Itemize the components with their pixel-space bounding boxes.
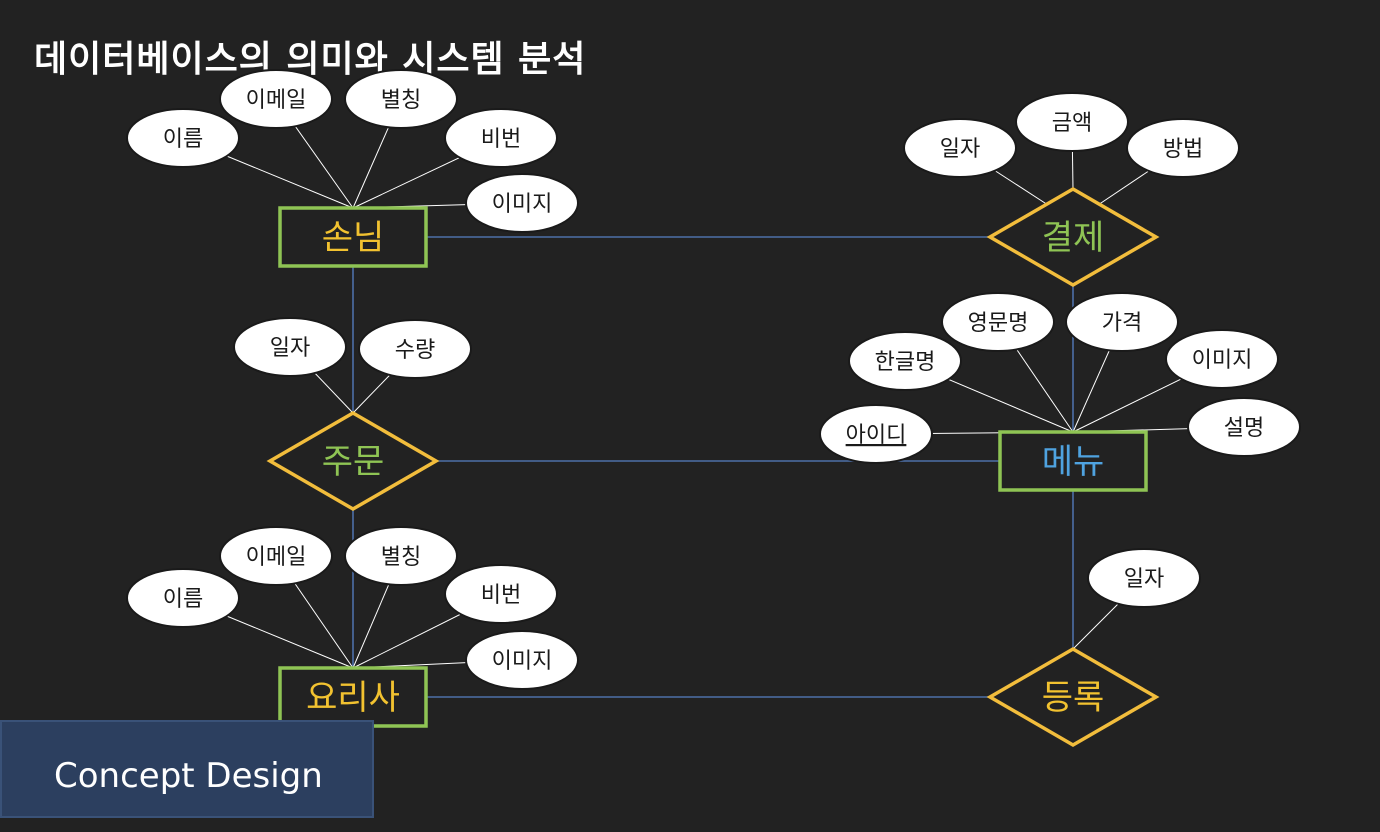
attribute-label: 가격 bbox=[1102, 311, 1142, 336]
attribute-menu: 설명 bbox=[1187, 397, 1301, 457]
attribute-chef: 이름 bbox=[126, 568, 240, 628]
relationship-label: 등록 bbox=[1042, 678, 1105, 718]
attribute-ellipse bbox=[358, 319, 472, 379]
attribute-order: 수량 bbox=[358, 319, 472, 379]
attribute-chef: 이미지 bbox=[465, 630, 579, 690]
entity-box bbox=[998, 430, 1148, 492]
attribute-ellipse bbox=[941, 292, 1055, 352]
relationship-diamond bbox=[986, 186, 1160, 288]
attribute-ellipse bbox=[444, 108, 558, 168]
attribute-label: 이름 bbox=[163, 587, 203, 612]
attribute-label: 비번 bbox=[481, 127, 521, 152]
attribute-label: 이메일 bbox=[246, 88, 307, 113]
attribute-ellipse bbox=[444, 564, 558, 624]
attribute-ellipse bbox=[1126, 118, 1240, 178]
attribute-ellipse bbox=[465, 630, 579, 690]
attribute-ellipse bbox=[344, 526, 458, 586]
attribute-label: 금액 bbox=[1052, 111, 1092, 136]
attribute-label: 이름 bbox=[163, 127, 203, 152]
attribute-order: 일자 bbox=[233, 317, 347, 377]
relationship-diamond bbox=[266, 410, 440, 512]
attribute-payment: 금액 bbox=[1015, 92, 1129, 152]
attribute-ellipse bbox=[126, 568, 240, 628]
attribute-guest: 이름 bbox=[126, 108, 240, 168]
attribute-ellipse bbox=[219, 526, 333, 586]
relationship-register: 등록 bbox=[986, 646, 1160, 748]
attribute-ellipse bbox=[819, 404, 933, 464]
attribute-register: 일자 bbox=[1087, 548, 1201, 608]
attribute-label: 영문명 bbox=[968, 311, 1029, 336]
attribute-payment: 일자 bbox=[903, 118, 1017, 178]
entity-box bbox=[278, 206, 428, 268]
attribute-label: 별칭 bbox=[381, 545, 421, 570]
attribute-label: 이미지 bbox=[1192, 348, 1253, 373]
attribute-line-layer bbox=[182, 98, 1245, 669]
attribute-label: 이미지 bbox=[492, 192, 553, 217]
attribute-guest: 별칭 bbox=[344, 69, 458, 129]
entity-label: 손님 bbox=[322, 218, 385, 258]
slide-title: 데이터베이스의 의미와 시스템 분석 bbox=[34, 39, 587, 80]
attribute-label: 일자 bbox=[940, 137, 980, 162]
attribute-label: 한글명 bbox=[875, 350, 936, 375]
attribute-ellipse bbox=[848, 331, 962, 391]
attribute-key-label: 아이디 bbox=[846, 423, 907, 448]
attribute-label: 설명 bbox=[1224, 416, 1264, 441]
relationship-order: 주문 bbox=[266, 410, 440, 512]
relationship-diamond bbox=[986, 646, 1160, 748]
attribute-payment: 방법 bbox=[1126, 118, 1240, 178]
attribute-menu: 이미지 bbox=[1165, 329, 1279, 389]
entity-chef: 요리사 bbox=[278, 666, 428, 728]
attribute-label: 비번 bbox=[481, 583, 521, 608]
attribute-guest: 비번 bbox=[444, 108, 558, 168]
attribute-label: 일자 bbox=[270, 336, 310, 361]
attribute-chef: 이메일 bbox=[219, 526, 333, 586]
attribute-guest: 이메일 bbox=[219, 69, 333, 129]
attribute-label: 이메일 bbox=[246, 545, 307, 570]
attribute-guest: 이미지 bbox=[465, 173, 579, 233]
attribute-chef: 별칭 bbox=[344, 526, 458, 586]
entity-guest: 손님 bbox=[278, 206, 428, 268]
relationship-label: 주문 bbox=[322, 442, 385, 482]
attribute-ellipse bbox=[465, 173, 579, 233]
attribute-chef: 비번 bbox=[444, 564, 558, 624]
entity-label: 요리사 bbox=[306, 678, 400, 718]
attribute-label: 방법 bbox=[1163, 137, 1203, 162]
attribute-ellipse bbox=[1187, 397, 1301, 457]
attribute-ellipse bbox=[1087, 548, 1201, 608]
attribute-menu: 한글명 bbox=[848, 331, 962, 391]
attribute-label: 이미지 bbox=[492, 649, 553, 674]
entity-label: 메뉴 bbox=[1042, 442, 1105, 482]
entity-menu: 메뉴 bbox=[998, 430, 1148, 492]
attribute-ellipse bbox=[903, 118, 1017, 178]
footer-box: Concept Design bbox=[0, 720, 374, 818]
attribute-ellipse bbox=[1015, 92, 1129, 152]
attribute-label: 별칭 bbox=[381, 88, 421, 113]
footer-label: Concept Design bbox=[54, 756, 323, 796]
attribute-menu: 영문명 bbox=[941, 292, 1055, 352]
attribute-ellipse bbox=[233, 317, 347, 377]
attribute-ellipse bbox=[219, 69, 333, 129]
attribute-label: 일자 bbox=[1124, 567, 1164, 592]
attribute-menu: 가격 bbox=[1065, 292, 1179, 352]
attribute-ellipse bbox=[126, 108, 240, 168]
relationship-payment: 결제 bbox=[986, 186, 1160, 288]
relationship-label: 결제 bbox=[1042, 218, 1105, 258]
attribute-ellipse bbox=[1065, 292, 1179, 352]
attribute-menu: 아이디 bbox=[819, 404, 933, 464]
attribute-ellipse bbox=[344, 69, 458, 129]
attribute-label: 수량 bbox=[395, 338, 435, 363]
attribute-ellipse bbox=[1165, 329, 1279, 389]
